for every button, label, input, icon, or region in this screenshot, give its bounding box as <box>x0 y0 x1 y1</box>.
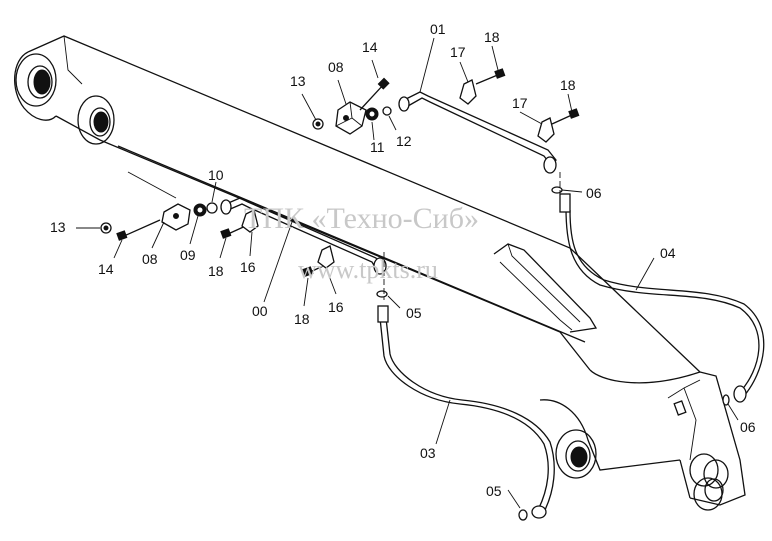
small-parts <box>100 106 730 521</box>
callout-05-upper: 05 <box>406 305 422 321</box>
block-08 <box>161 101 367 231</box>
pipe-01 <box>398 91 557 174</box>
callout-11: 11 <box>370 139 385 155</box>
callout-08-upper: 08 <box>328 59 344 75</box>
pipe-00 <box>220 197 387 275</box>
callout-14-lower: 14 <box>98 261 114 277</box>
callout-04: 04 <box>660 245 676 261</box>
callout-18-lower-left: 18 <box>208 263 224 279</box>
callout-06-upper: 06 <box>586 185 602 201</box>
callout-00: 00 <box>252 303 268 319</box>
watermark-url: www.tpkts.ru <box>298 255 438 284</box>
callout-13-lower: 13 <box>50 219 66 235</box>
callout-13-upper: 13 <box>290 73 306 89</box>
callout-17-upper: 17 <box>450 44 466 60</box>
callout-16-right: 16 <box>328 299 344 315</box>
callout-05-lower: 05 <box>486 483 502 499</box>
callout-14-upper: 14 <box>362 39 378 55</box>
callout-16-left: 16 <box>240 259 256 275</box>
leader-lines <box>76 37 739 509</box>
callout-09: 09 <box>180 247 196 263</box>
callout-17-right: 17 <box>512 95 528 111</box>
callout-18-right: 18 <box>560 77 576 93</box>
callout-01: 01 <box>430 21 446 37</box>
callout-18-upper: 18 <box>484 29 500 45</box>
callout-03: 03 <box>420 445 436 461</box>
callout-12: 12 <box>396 133 412 149</box>
callout-18-lower: 18 <box>294 311 310 327</box>
callout-10: 10 <box>208 167 224 183</box>
hose-03 <box>377 305 555 519</box>
bolts <box>116 68 580 277</box>
arm-body <box>13 35 746 506</box>
callout-08-lower: 08 <box>142 251 158 267</box>
clamps <box>241 79 555 269</box>
hose-04 <box>559 193 765 403</box>
callout-labels: 01 17 18 18 17 14 08 13 11 12 06 04 06 0… <box>50 21 756 499</box>
watermark-company: ТПК «Техно-Сиб» <box>244 202 479 235</box>
callout-06-right: 06 <box>740 419 756 435</box>
arm-bosses <box>15 53 729 511</box>
